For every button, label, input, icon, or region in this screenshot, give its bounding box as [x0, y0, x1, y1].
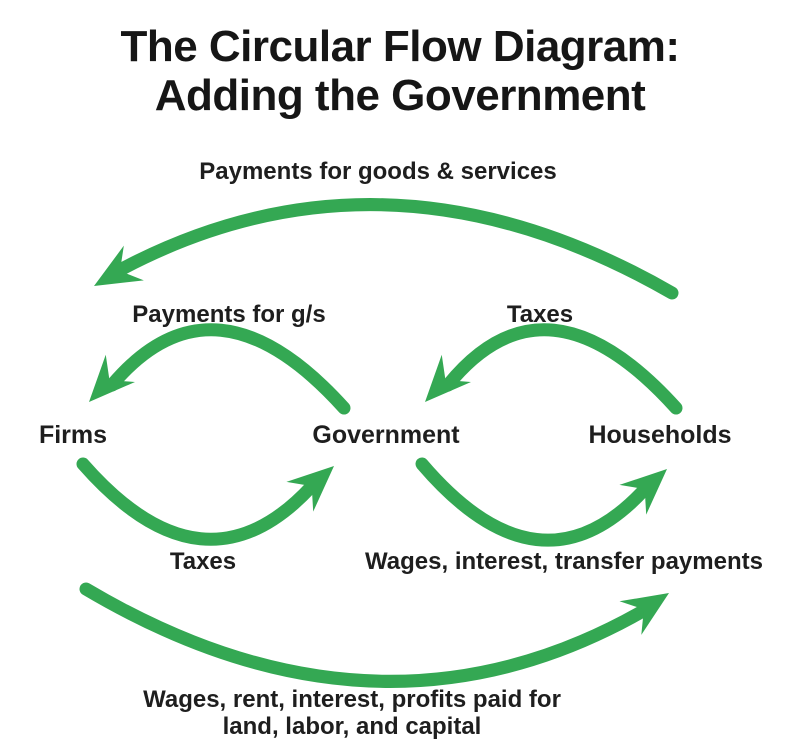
- node-government: Government: [312, 421, 460, 449]
- title-line-1: The Circular Flow Diagram:: [120, 22, 680, 71]
- arrow-wages-interest-transfer: [415, 454, 681, 547]
- flow-label-wages-interest-transfer: Wages, interest, transfer payments: [365, 548, 763, 575]
- flow-label-payments-gs: Payments for g/s: [132, 301, 326, 328]
- arrow-taxes-firms: [76, 451, 348, 546]
- arrow-payments-goods-services: [84, 198, 679, 304]
- arrow-factor-payments: [79, 576, 680, 688]
- flow-label-factor-payments: Wages, rent, interest, profits paid for …: [143, 686, 561, 740]
- arrow-payments-gs: [74, 323, 351, 416]
- flow-label-taxes-firms: Taxes: [169, 548, 237, 575]
- title-line-2: Adding the Government: [154, 71, 646, 120]
- arrow-taxes-households: [410, 323, 683, 416]
- factor-label-line-2: land, labor, and capital: [222, 713, 482, 740]
- page-title: The Circular Flow Diagram: Adding the Go…: [20, 22, 780, 120]
- node-firms: Firms: [38, 421, 108, 449]
- flow-label-payments-goods-services: Payments for goods & services: [199, 158, 557, 185]
- arrowhead-left-icon: [84, 245, 144, 304]
- factor-label-line-1: Wages, rent, interest, profits paid for: [143, 686, 561, 713]
- node-households: Households: [588, 421, 732, 449]
- flow-label-taxes-households: Taxes: [506, 301, 574, 328]
